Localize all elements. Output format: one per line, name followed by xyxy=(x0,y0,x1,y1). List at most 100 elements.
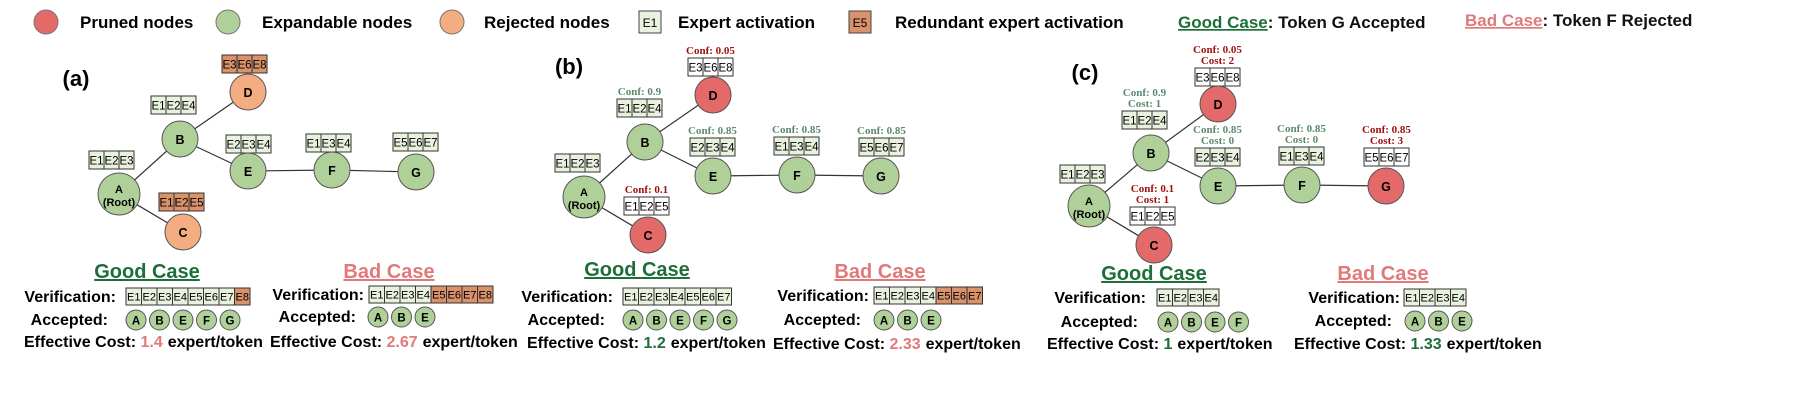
accepted-label: Accepted: xyxy=(1061,314,1138,331)
annotation-G: Cost: 3 xyxy=(1370,135,1404,147)
expert-box-B-cell-text: E2 xyxy=(632,104,646,116)
panel-a-label: (a) xyxy=(63,66,90,91)
annotation-D: Conf: 0.05 xyxy=(1193,44,1242,56)
accepted-token xyxy=(897,309,918,331)
expert-box-F-cell xyxy=(335,133,352,153)
node-E-circle xyxy=(1199,167,1237,205)
accepted-token xyxy=(1204,311,1226,333)
node-E-label: E xyxy=(1214,180,1222,194)
node-G: G xyxy=(397,153,435,191)
expert-box-A-cell-text: E3 xyxy=(585,159,599,171)
accepted-token xyxy=(219,309,241,331)
accepted-token-label: F xyxy=(203,316,210,328)
node-A-label: A xyxy=(115,184,123,196)
node-B-label: B xyxy=(1146,147,1155,161)
verification-experts-cell-text: E7 xyxy=(717,292,730,304)
verification-experts-cell-text: E4 xyxy=(174,292,187,304)
legend-pruned-swatch xyxy=(33,9,59,35)
verification-experts-cell-text: E4 xyxy=(671,292,684,304)
expert-box-G-cell-text: E5 xyxy=(1364,153,1378,165)
legend-expandable-label: Expandable nodes xyxy=(262,13,412,32)
verification-experts-cell-text: E2 xyxy=(1421,293,1434,305)
expert-box-C-cell-text: E1 xyxy=(1130,212,1144,224)
expert-box-A-cell xyxy=(584,153,601,173)
effective-cost-unit: expert/token xyxy=(1447,336,1542,353)
verification-experts-cell-text: E1 xyxy=(1158,293,1171,305)
node-B: B xyxy=(626,123,664,161)
case-title: Good Case xyxy=(94,261,200,283)
expert-box-G-cell-text: E7 xyxy=(423,138,437,150)
node-F-circle xyxy=(778,156,816,194)
expert-box-G-cell xyxy=(422,132,439,152)
expert-box-F-cell xyxy=(1308,146,1325,166)
annotation-C: Conf: 0.1 xyxy=(1131,183,1174,195)
accepted-token xyxy=(1404,310,1426,332)
accepted-token-label: G xyxy=(723,316,732,328)
legend-pruned: Pruned nodes xyxy=(33,9,193,35)
accepted-label: Accepted: xyxy=(1315,313,1392,330)
legend-good-case-text: Good Case: Token G Accepted xyxy=(1178,13,1426,32)
effective-cost-unit: expert/token xyxy=(1177,336,1272,353)
expert-box-B-cell-text: E1 xyxy=(151,101,165,113)
verification-experts-cell-text: E6 xyxy=(953,291,966,303)
node-B-circle xyxy=(161,120,199,158)
expert-box-A-cell-text: E2 xyxy=(570,159,584,171)
legend-bad-case-label: Bad Case xyxy=(1465,11,1542,30)
node-A-circle xyxy=(97,172,141,216)
accepted-token-label: E xyxy=(421,313,429,325)
expert-box-D-cell xyxy=(1224,67,1241,87)
node-B: B xyxy=(161,120,199,158)
expert-box-F-cell-text: E1 xyxy=(1279,152,1293,164)
accepted-token xyxy=(196,309,217,331)
legend-rejected-label: Rejected nodes xyxy=(484,13,610,32)
expert-box-E-cell xyxy=(719,137,736,157)
verification-experts-cell-text: E2 xyxy=(891,291,904,303)
expert-box-E-cell-text: E4 xyxy=(1225,153,1240,165)
node-G: G xyxy=(1367,167,1405,205)
annotation-C: Conf: 0.1 xyxy=(625,184,668,196)
node-C: C xyxy=(629,216,667,254)
expert-box-G-cell xyxy=(1393,147,1410,167)
case-title: Bad Case xyxy=(343,261,434,283)
expert-box-C-cell-text: E2 xyxy=(1145,212,1159,224)
verification-experts-cell-text: E8 xyxy=(236,292,249,304)
accepted-token-label: A xyxy=(880,316,888,328)
node-F-circle xyxy=(1283,166,1321,204)
verification-experts-cell-text: E6 xyxy=(205,292,218,304)
effective-cost-label: Effective Cost: xyxy=(1294,336,1410,353)
expert-box-B-cell xyxy=(646,98,663,118)
node-F: F xyxy=(313,151,351,189)
node-F-circle xyxy=(313,151,351,189)
expert-box-F-cell-text: E3 xyxy=(1294,152,1308,164)
node-A: A(Root) xyxy=(97,172,141,216)
node-C-circle xyxy=(629,216,667,254)
node-D-circle xyxy=(694,76,732,114)
legend-expert-label: Expert activation xyxy=(678,13,815,32)
node-E: E xyxy=(229,152,267,190)
effective-cost-label: Effective Cost: xyxy=(527,335,643,352)
verification-label: Verification: xyxy=(24,289,116,306)
accepted-token-label: E xyxy=(927,316,935,328)
legend-expert: E1 Expert activation xyxy=(638,10,815,34)
legend-expert-box-text: E1 xyxy=(643,16,658,30)
accepted-token xyxy=(125,309,147,331)
expert-box-D-cell xyxy=(717,57,734,77)
verification-experts-cell-text: E2 xyxy=(640,292,653,304)
accepted-token xyxy=(693,309,714,331)
verification-experts-cell xyxy=(715,287,732,306)
accepted-label: Accepted: xyxy=(279,309,356,326)
accepted-label: Accepted: xyxy=(784,312,861,329)
verification-experts-cell-text: E4 xyxy=(1452,293,1465,305)
node-A-circle xyxy=(1067,184,1111,228)
node-G-label: G xyxy=(876,170,886,184)
accepted-token-label: E xyxy=(676,316,684,328)
node-C-label: C xyxy=(643,229,652,243)
effective-cost-unit: expert/token xyxy=(671,335,766,352)
node-A-sublabel: (Root) xyxy=(103,197,136,209)
node-A-circle xyxy=(562,175,606,219)
